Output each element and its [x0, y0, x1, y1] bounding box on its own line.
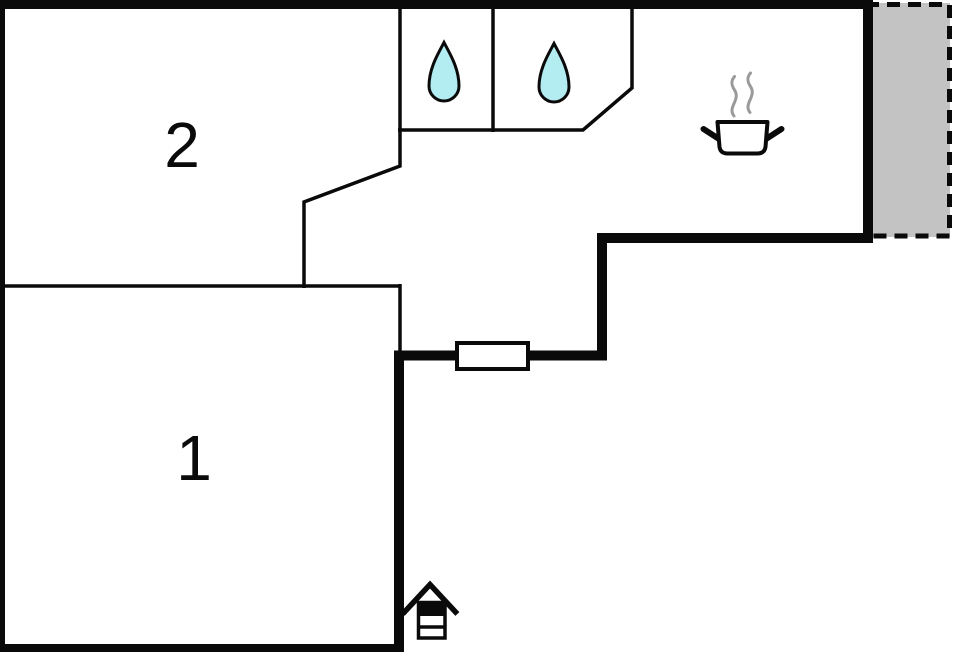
pot-body — [715, 120, 770, 156]
cooking-pot-icon — [700, 71, 785, 156]
house-roof — [400, 580, 460, 616]
water-drop-icon — [537, 40, 571, 104]
pot-left-handle — [700, 126, 722, 142]
steam-line — [746, 71, 754, 114]
room2-right-zigzag-wall — [302, 0, 402, 288]
terrace-area — [870, 3, 950, 237]
steam-line — [730, 75, 738, 118]
pot-right-handle — [763, 126, 785, 142]
entrance-house-icon — [400, 580, 460, 640]
terrace-dashed-border — [866, 2, 952, 239]
bathroom-bottom-wall — [398, 0, 634, 132]
house-black-band — [417, 601, 446, 616]
room-label-2: 2 — [164, 109, 200, 181]
entrance-door — [455, 341, 530, 371]
water-drop-icon — [427, 39, 461, 103]
room-label-1: 1 — [176, 422, 212, 494]
